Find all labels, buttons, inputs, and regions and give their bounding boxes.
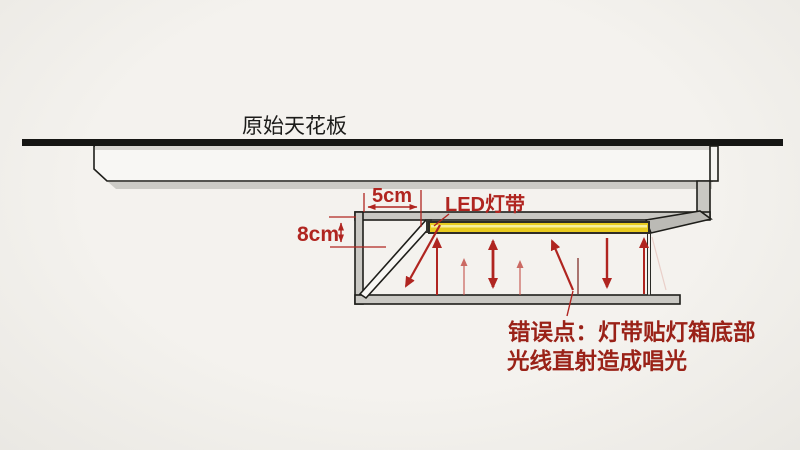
dimension-8cm: 8cm [297,216,386,248]
ray-diagonal-down-arrow [405,224,441,288]
ray-slanted-up-arrow [550,239,575,291]
light-ray-arrows [405,224,667,295]
drop-panel-face [93,145,713,182]
dimension-5cm: 5cm [363,185,422,227]
error-leader-line [566,290,574,317]
led-leader-line [433,213,450,227]
dim-8cm-label: 8cm [297,223,339,246]
error-note-callout: 错误点：灯带贴灯箱底部 光线直射造成唱光 [506,290,756,374]
led-strip-highlight [431,225,647,228]
lightbox-bottom-shelf [354,294,681,305]
dim-5cm-label: 5cm [372,185,412,207]
ceiling-label: 原始天花板 [242,115,347,138]
strip-end-edge-line [647,232,651,296]
error-note-line1: 错误点：灯带贴灯箱底部 [508,319,756,345]
ceiling-structure [22,139,783,305]
ceiling-shadow-stripe [95,146,712,150]
led-strip-callout: LED灯带 [433,193,525,227]
lightbox-left-wall [354,211,364,305]
drop-panel-underside [108,182,712,189]
error-note-line2: 光线直射造成唱光 [506,348,688,374]
original-ceiling-line [22,139,783,146]
led-strip-label: LED灯带 [445,193,525,216]
ray-faint-diagonal [651,236,667,291]
right-drop-wall [709,145,719,182]
